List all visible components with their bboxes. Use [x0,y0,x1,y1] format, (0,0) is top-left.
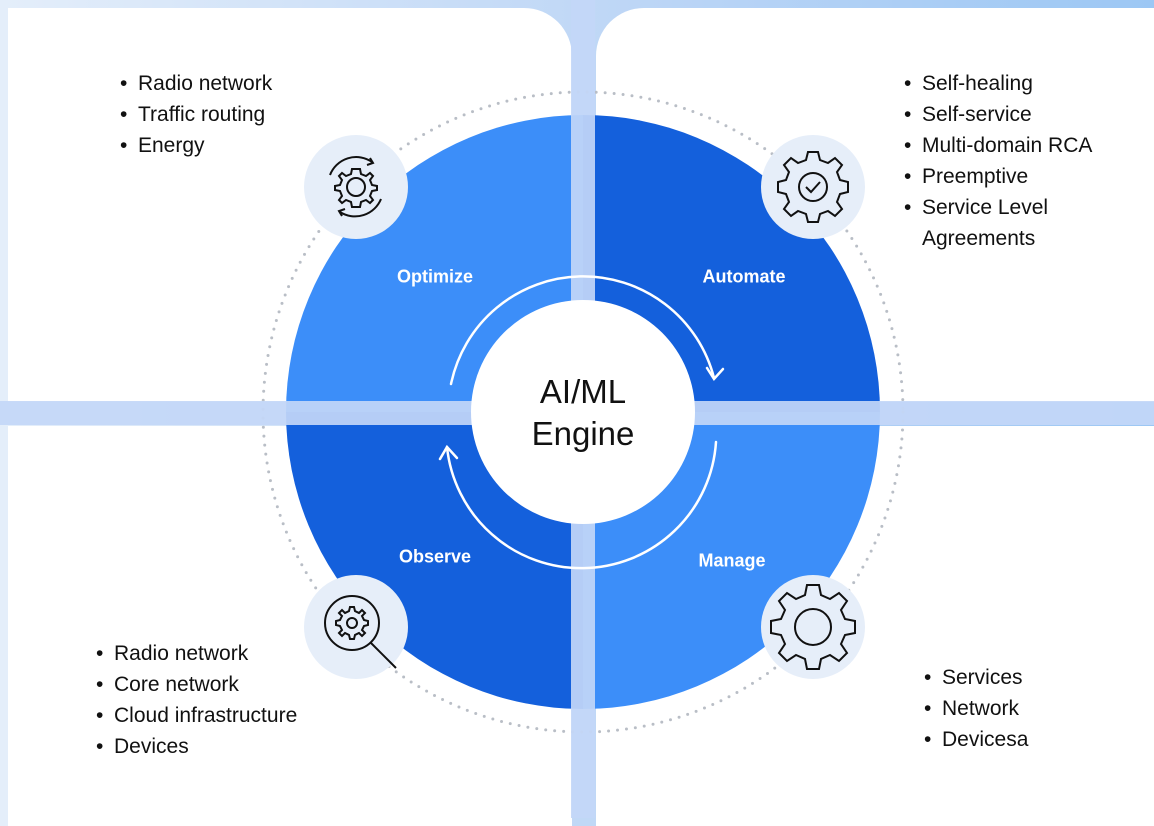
list-item: • Core network [96,669,297,700]
list-item: • Devicesa [924,724,1029,755]
quadrant-label-observe: Observe [398,546,472,567]
list-item-text: Self-healing [922,72,1033,95]
list-item-text: Radio network [138,72,273,95]
list-item: • Multi-domain RCA [904,130,1093,161]
list-item: • Services [924,662,1028,693]
list-item-text: Cloud infrastructure [114,704,298,727]
quadrant-label-manage: Manage [698,550,766,571]
bullet: • [96,642,104,665]
list-item: • Self-service [904,99,1092,130]
list-optimize: • Radio network • Traffic routing • Energy [120,68,273,161]
bullet: • [904,134,912,157]
list-item: • Service Level [904,192,1092,223]
bullet: • [904,196,912,219]
engine-title-line2: Engine [531,415,635,452]
list-item: • Network [924,693,1028,724]
list-item: • Radio network [120,68,273,99]
list-item: • Preemptive [904,161,1092,192]
cycle-arrows [438,275,725,570]
list-item-text: Radio network [114,642,249,665]
bullet: • [120,72,128,95]
list-item: • Traffic routing [120,99,272,130]
list-item-text: Preemptive [922,165,1029,188]
bullet: • [904,103,912,126]
list-item-text: Self-service [922,103,1032,126]
list-item-text: Services [942,666,1023,689]
bullet: • [924,666,932,689]
list-automate: • Self-healing • Self-service • Multi-domai… [904,68,1093,254]
list-item: • Energy [120,130,272,161]
quadrant-label-optimize: Optimize [396,266,474,287]
bullet: • [904,165,912,188]
list-item: • Self-healing [904,68,1092,99]
list-item-text: Multi-domain RCA [922,134,1093,157]
engine-title-line1: AI/ML [539,373,627,410]
list-item-continuation: Agreements [922,223,1092,254]
list-item-text: Service Level [922,196,1049,219]
bullet: • [120,134,128,157]
bullet: • [96,704,104,727]
list-item-text: Agreements [922,227,1036,250]
list-item-text: Devices [114,735,189,758]
bullet: • [96,735,104,758]
list-item-text: Energy [138,134,205,157]
arrow-top-arc [449,275,716,386]
arrow-top-head [705,366,725,382]
gear-icon [761,575,865,679]
cycle-gear-icon [304,135,408,239]
arrow-bottom-head [438,444,459,461]
list-item: • Cloud infrastructure [96,700,298,731]
bullet: • [924,728,932,751]
engine-title: AI/ML Engine [532,371,635,455]
gear-check-icon [761,135,865,239]
list-observe: • Radio network • Core network • Cloud infr… [96,638,298,762]
gear-magnifier-icon [304,575,408,679]
bullet: • [904,72,912,95]
list-manage: • Services • Network • Devicesa [924,662,1029,755]
quadrant-label-automate: Automate [702,266,786,287]
bullet: • [924,697,932,720]
bullet: • [96,673,104,696]
list-item-text: Traffic routing [138,103,266,126]
list-item: • Radio network [96,638,297,669]
bullet: • [120,103,128,126]
list-item: • Devices [96,731,297,762]
list-item-text: Core network [114,673,239,696]
engine-circle [471,300,695,524]
list-item-text: Network [942,697,1020,720]
arrow-bottom-arc [445,440,718,570]
list-item-text: Devicesa [942,728,1029,751]
